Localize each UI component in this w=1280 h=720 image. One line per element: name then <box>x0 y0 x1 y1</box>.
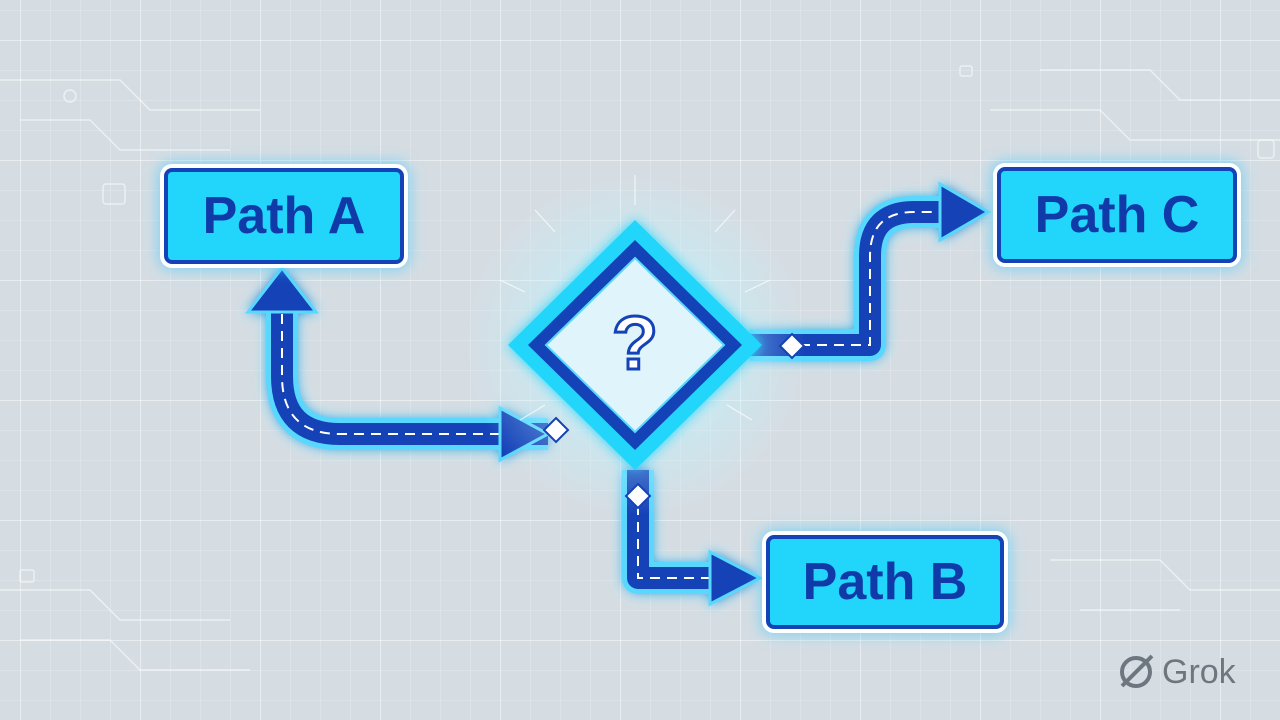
node-path-a-label: Path A <box>202 187 366 245</box>
node-path-c-label: Path C <box>1034 186 1200 244</box>
node-path-b-label: Path B <box>802 553 968 611</box>
junction-marker-b <box>624 482 652 510</box>
watermark-text: Grok <box>1162 652 1236 691</box>
circuit-decoration <box>0 65 1280 671</box>
node-path-a: Path A <box>164 168 404 264</box>
arrow-to-path-c <box>750 181 991 361</box>
node-path-c: Path C <box>997 167 1237 263</box>
question-mark-icon: ? <box>610 299 659 387</box>
decision-question-mark: ? <box>595 298 675 388</box>
grok-watermark: Grok <box>1116 652 1236 692</box>
junction-marker-a <box>542 416 570 444</box>
grok-logo-icon <box>1120 654 1154 688</box>
decision-diamond <box>465 175 805 515</box>
junction-markers <box>542 332 806 510</box>
node-path-b: Path B <box>766 535 1004 629</box>
junction-marker-c <box>778 332 806 360</box>
